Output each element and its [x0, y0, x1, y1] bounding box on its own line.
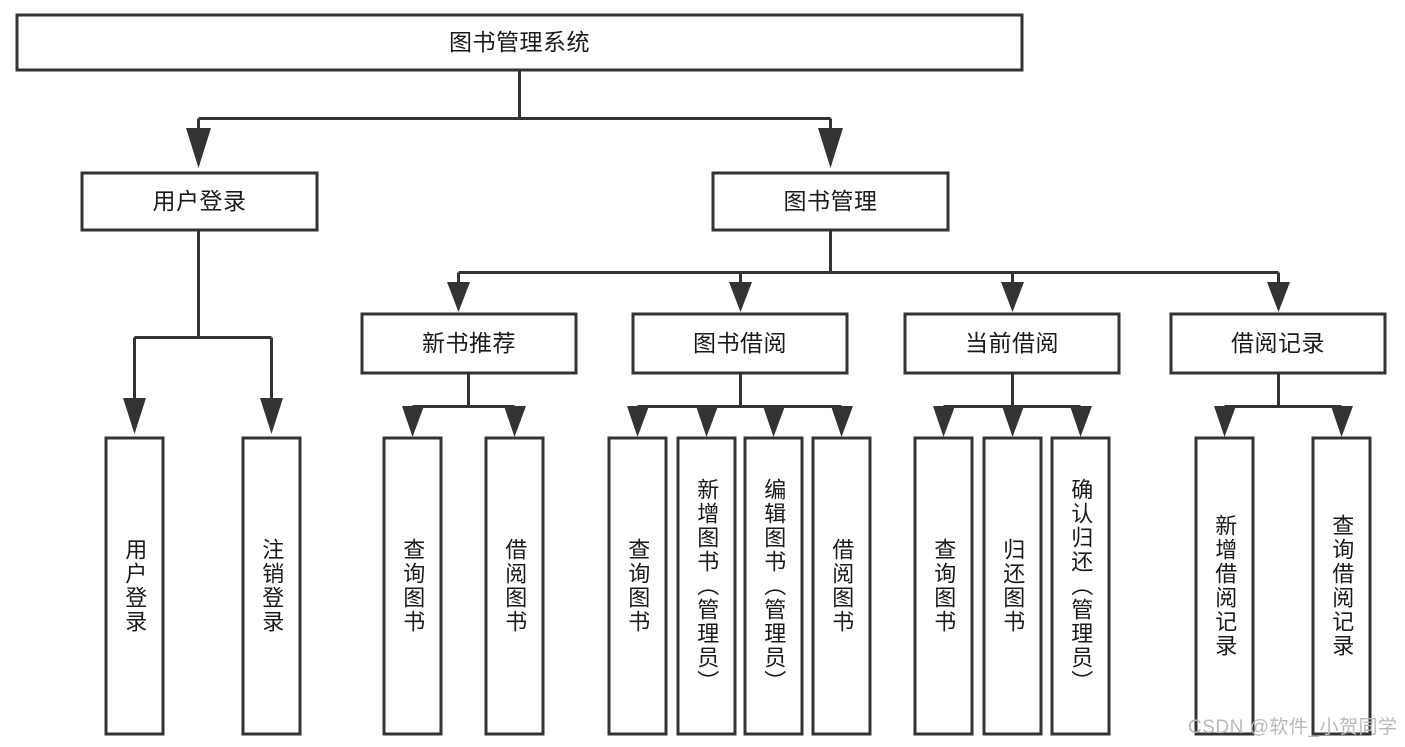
node-box-l3-newbook[interactable] — [360, 312, 578, 375]
node-box-leaf-2[interactable] — [241, 436, 302, 736]
node-box-l2-login[interactable] — [80, 171, 319, 232]
node-box-root[interactable] — [15, 13, 1024, 72]
node-box-leaf-8[interactable] — [811, 436, 872, 736]
csdn-watermark: CSDN @软件_小贺同学 — [1188, 717, 1398, 738]
node-box-leaf-5[interactable] — [607, 436, 668, 736]
node-box-leaf-12[interactable] — [1194, 436, 1255, 736]
node-box-leaf-3[interactable] — [382, 436, 443, 736]
node-box-l2-bookmgr[interactable] — [711, 171, 950, 232]
connector-login-to-leaves — [123, 231, 283, 434]
connector-bookmgr-to-level3 — [447, 231, 1290, 312]
connector-current-to-leaves — [933, 374, 1092, 437]
connector-borrow-to-leaves — [627, 374, 853, 437]
node-box-leaf-10[interactable] — [982, 436, 1043, 736]
node-box-l3-borrow[interactable] — [631, 312, 849, 375]
node-box-l3-current[interactable] — [903, 312, 1121, 375]
node-box-leaf-6[interactable] — [676, 436, 737, 736]
node-box-l3-records[interactable] — [1169, 312, 1387, 375]
node-box-leaf-7[interactable] — [743, 436, 804, 736]
node-box-leaf-4[interactable] — [484, 436, 545, 736]
connector-records-to-leaves — [1214, 374, 1353, 437]
node-box-leaf-13[interactable] — [1311, 436, 1372, 736]
node-box-leaf-9[interactable] — [913, 436, 974, 736]
connector-newbook-to-leaves — [402, 374, 526, 437]
connector-root-to-level2 — [186, 70, 843, 168]
node-box-leaf-1[interactable] — [104, 436, 165, 736]
node-box-leaf-11[interactable] — [1050, 436, 1111, 736]
